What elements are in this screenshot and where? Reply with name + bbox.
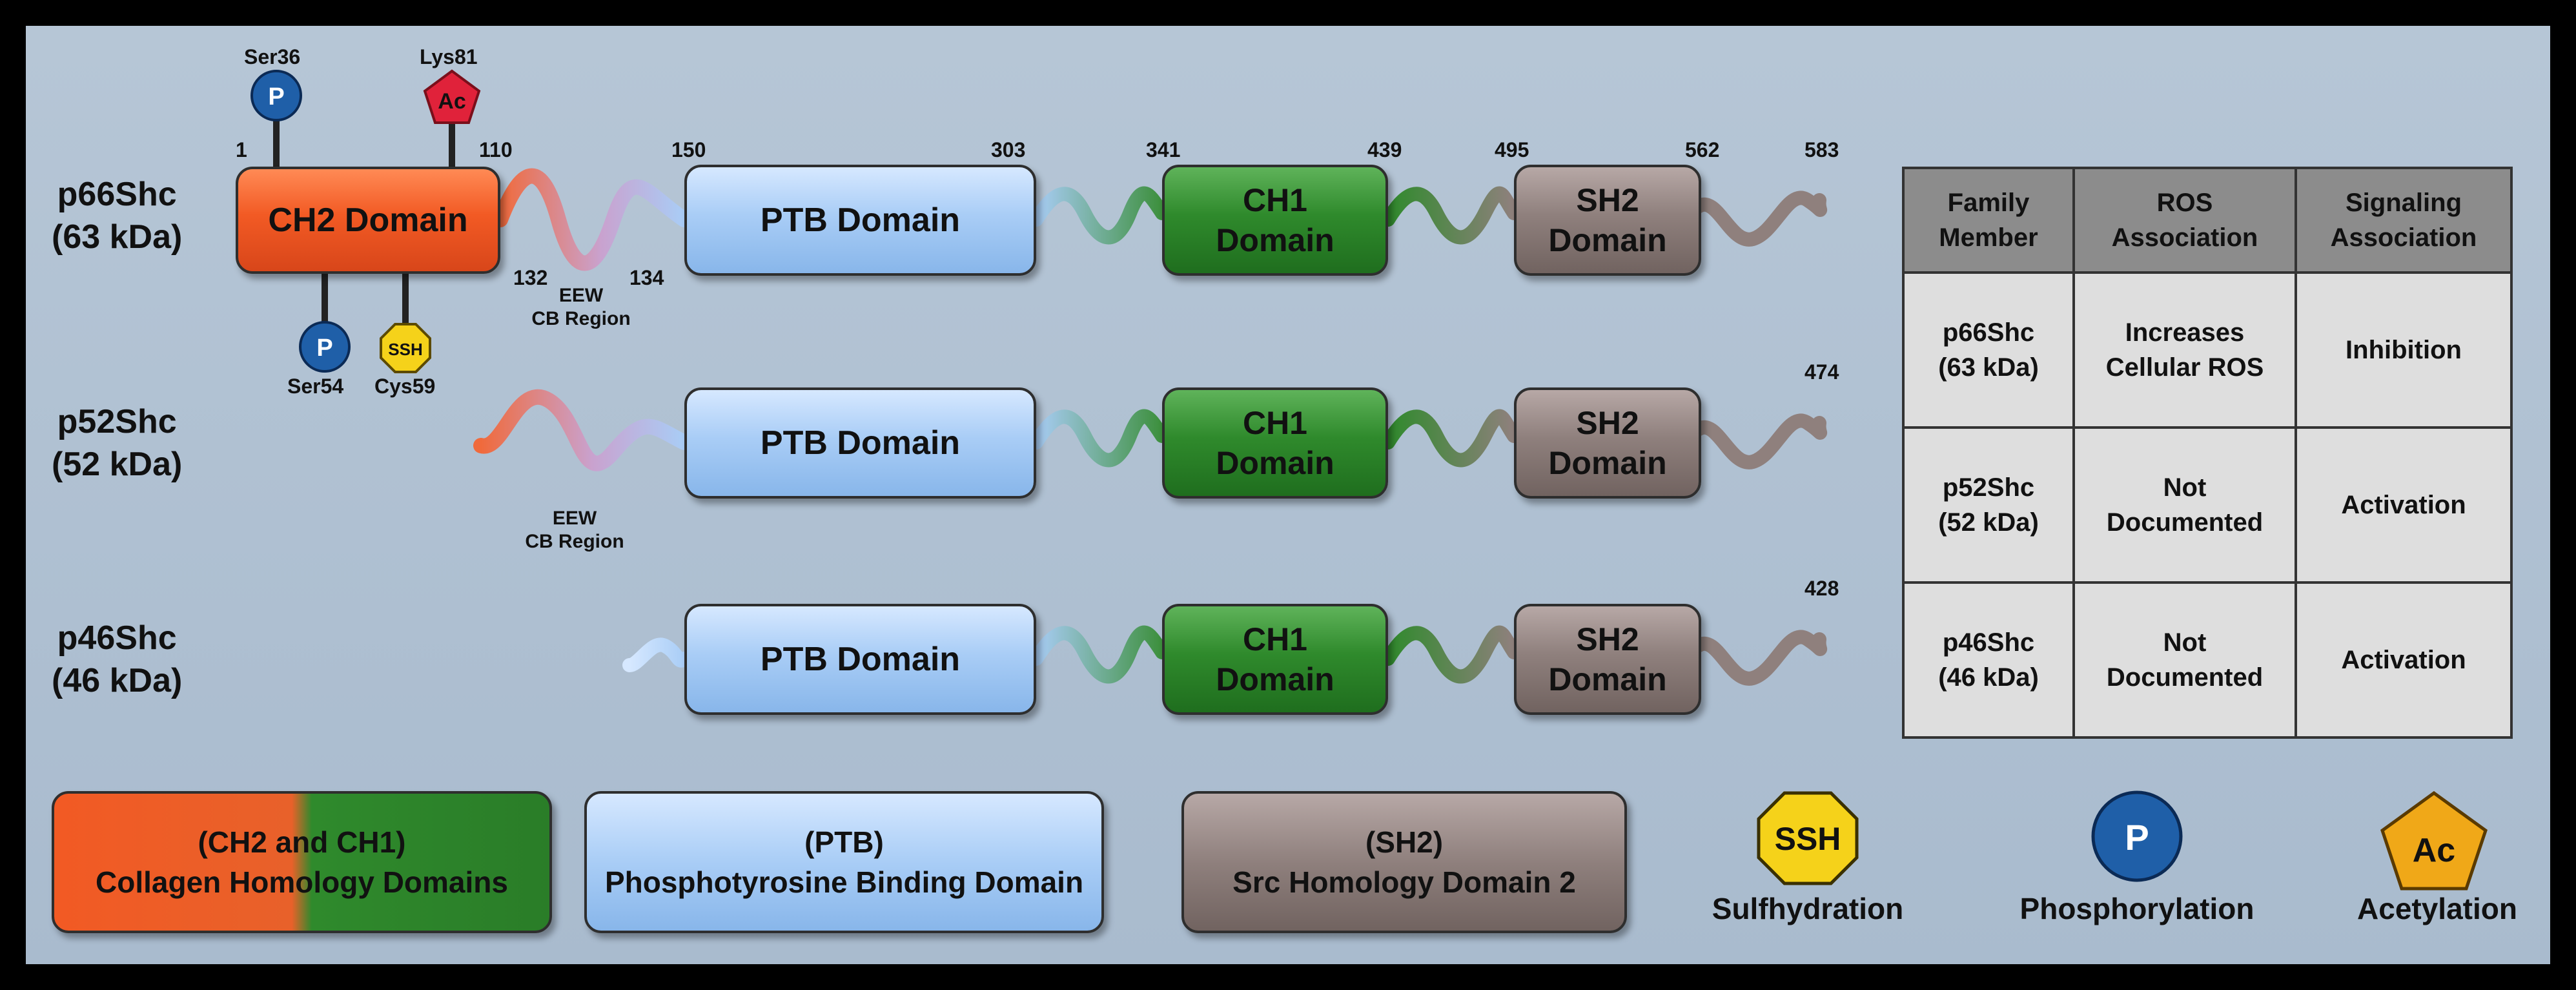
pos-1: 1 [236, 138, 247, 161]
pos-110: 110 [479, 138, 513, 161]
p52-size: (52 kDa) [52, 446, 183, 483]
p66-ch1-sh2-linker [1381, 186, 1521, 245]
ser54-phospho-icon: P [299, 321, 351, 373]
table-cell: Activation [2295, 581, 2513, 739]
family-table: Family Member ROS Association Signaling … [1902, 167, 2513, 739]
svg-text:P: P [2125, 817, 2149, 858]
table-cell: Not Documented [2072, 426, 2297, 584]
p66-label: p66Shc (63 kDa) [52, 173, 182, 258]
p46-ch1-domain: CH1 Domain [1162, 604, 1388, 715]
p52-ch1-domain: CH1 Domain [1162, 387, 1388, 499]
legend-acetyl-icon: Ac [2380, 790, 2488, 891]
pos-303: 303 [991, 138, 1026, 161]
p66-eew-linker [493, 168, 692, 271]
table-cell: Not Documented [2072, 581, 2297, 739]
p66-ptb-ch1-linker [1029, 186, 1169, 245]
legend-collagen-homology: (CH2 and CH1) Collagen Homology Domains [52, 791, 552, 933]
p66-name: p66Shc [57, 176, 177, 213]
p52-ch1-sh2-linker [1381, 409, 1521, 468]
p46-ch1-sh2-linker [1381, 625, 1521, 684]
legend-phospho-icon: P [2091, 790, 2183, 882]
p46-nterm-linker [622, 637, 691, 672]
table-header-cell: ROS Association [2072, 167, 2297, 274]
ser54-label: Ser54 [287, 375, 344, 398]
table-cell: p66Shc (63 kDa) [1902, 271, 2075, 429]
pos-439: 439 [1367, 138, 1402, 161]
p46-ptb-ch1-linker [1029, 625, 1169, 684]
p66-cterm-linker [1691, 191, 1828, 247]
svg-text:SSH: SSH [388, 340, 422, 359]
lys81-acetyl-icon: Ac [423, 69, 481, 124]
table-row: p66Shc (63 kDa) Increases Cellular ROS I… [1902, 271, 2513, 429]
table-cell: p52Shc (52 kDa) [1902, 426, 2075, 584]
pos-341: 341 [1146, 138, 1181, 161]
p52-ptb-domain: PTB Domain [684, 387, 1036, 499]
table-cell: Activation [2295, 426, 2513, 584]
p66-size: (63 kDa) [52, 218, 183, 256]
p66-ch2-domain: CH2 Domain [236, 167, 500, 274]
pos-562: 562 [1685, 138, 1720, 161]
pos-428: 428 [1804, 577, 1839, 600]
pos-150: 150 [671, 138, 706, 161]
table-cell: Increases Cellular ROS [2072, 271, 2297, 429]
cys59-sulf-icon: SSH [380, 323, 431, 373]
table-row: p46Shc (46 kDa) Not Documented Activatio… [1902, 581, 2513, 739]
p46-cterm-linker [1691, 630, 1828, 686]
legend-sulf-label: Sulfhydration [1712, 892, 1904, 925]
pos-132: 132 [513, 266, 548, 289]
p52-ptb-ch1-linker [1029, 409, 1169, 468]
pos-474: 474 [1804, 360, 1839, 384]
legend-sh2: (SH2) Src Homology Domain 2 [1181, 791, 1627, 933]
table-header-row: Family Member ROS Association Signaling … [1902, 167, 2513, 274]
legend-ptb: (PTB) Phosphotyrosine Binding Domain [584, 791, 1104, 933]
table-header-cell: Family Member [1902, 167, 2075, 274]
ser36-phospho-icon: P [250, 70, 302, 121]
cys59-label: Cys59 [374, 375, 436, 398]
svg-text:P: P [268, 83, 284, 110]
p66-ptb-domain: PTB Domain [684, 165, 1036, 276]
p52-name: p52Shc [57, 403, 177, 440]
p52-eew-label: EEW CB Region [525, 508, 624, 552]
p52-eew-linker [473, 389, 692, 471]
table-cell: p46Shc (46 kDa) [1902, 581, 2075, 739]
p52-sh2-domain: SH2 Domain [1514, 387, 1701, 499]
svg-text:P: P [316, 335, 332, 362]
legend-acet-label: Acetylation [2357, 892, 2517, 925]
p46-label: p46Shc (46 kDa) [52, 617, 182, 702]
p46-sh2-domain: SH2 Domain [1514, 604, 1701, 715]
lys81-label: Lys81 [420, 45, 478, 68]
p66-eew-label: EEW CB Region [531, 285, 631, 329]
table-row: p52Shc (52 kDa) Not Documented Activatio… [1902, 426, 2513, 584]
p66-sh2-domain: SH2 Domain [1514, 165, 1701, 276]
legend-phos-label: Phosphorylation [2019, 892, 2254, 925]
ser36-label: Ser36 [244, 45, 301, 68]
svg-text:Ac: Ac [2413, 832, 2455, 869]
p46-size: (46 kDa) [52, 662, 183, 699]
p46-ptb-domain: PTB Domain [684, 604, 1036, 715]
pos-495: 495 [1495, 138, 1529, 161]
svg-text:Ac: Ac [438, 89, 465, 114]
legend-sulf-icon: SSH [1757, 791, 1859, 885]
svg-text:SSH: SSH [1775, 821, 1841, 857]
p46-name: p46Shc [57, 619, 177, 657]
p52-label: p52Shc (52 kDa) [52, 400, 182, 486]
table-header-cell: Signaling Association [2295, 167, 2513, 274]
pos-583: 583 [1804, 138, 1839, 161]
pos-134: 134 [629, 266, 664, 289]
p66-ch1-domain: CH1 Domain [1162, 165, 1388, 276]
p52-cterm-linker [1691, 413, 1828, 469]
table-cell: Inhibition [2295, 271, 2513, 429]
